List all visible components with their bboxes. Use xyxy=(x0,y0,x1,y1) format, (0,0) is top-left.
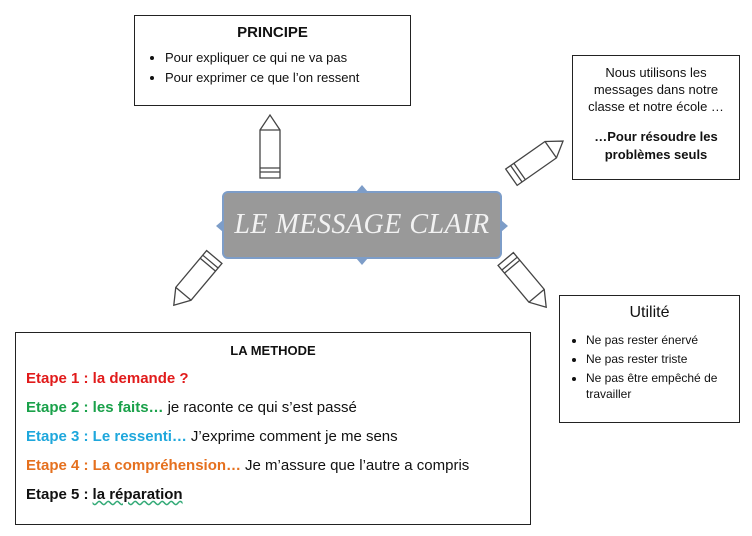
principe-item: Pour expliquer ce qui ne va pas xyxy=(165,50,398,65)
usage-box: Nous utilisons les messages dans notre c… xyxy=(572,55,740,180)
step-description: la réparation xyxy=(92,486,183,503)
utilite-title: Utilité xyxy=(629,304,670,321)
usage-bold-text: …Pour résoudre les problèmes seuls xyxy=(594,129,718,162)
step-label: Etape 5 : xyxy=(26,486,89,503)
connector-notch-left xyxy=(216,220,223,232)
connector-notch-right xyxy=(501,220,508,232)
methode-step-3: Etape 3 : Le ressenti…J’exprime comment … xyxy=(26,428,520,445)
utilite-item: Ne pas rester énervé xyxy=(586,332,731,348)
pencil-arrow-up-right-icon xyxy=(504,140,564,187)
pencil-arrow-down-right-icon xyxy=(497,251,547,309)
methode-box: LA METHODE Etape 1 : la demande ? Etape … xyxy=(15,332,531,525)
principe-title: PRINCIPE xyxy=(237,24,308,41)
utilite-item: Ne pas rester triste xyxy=(586,351,731,367)
step-description: Je m’assure que l’autre a compris xyxy=(245,457,470,474)
step-label: Etape 2 : les faits… xyxy=(26,399,164,416)
connector-notch-bottom xyxy=(356,258,368,265)
pencil-arrow-up-icon xyxy=(259,113,281,179)
principe-item: Pour exprimer ce que l’on ressent xyxy=(165,70,398,85)
methode-step-4: Etape 4 : La compréhension…Je m’assure q… xyxy=(26,457,520,474)
step-label: Etape 4 : La compréhension… xyxy=(26,457,242,474)
connector-notch-top xyxy=(356,185,368,192)
step-label: Etape 3 : Le ressenti… xyxy=(26,428,187,445)
utilite-box: Utilité Ne pas rester énervé Ne pas rest… xyxy=(559,295,740,423)
step-description: J’exprime comment je me sens xyxy=(190,428,398,445)
step-label: Etape 1 : la demande ? xyxy=(26,370,189,387)
methode-title: LA METHODE xyxy=(230,343,316,358)
utilite-list: Ne pas rester énervé Ne pas rester trist… xyxy=(568,332,731,402)
methode-step-2: Etape 2 : les faits…je raconte ce qui s’… xyxy=(26,399,520,416)
methode-step-1: Etape 1 : la demande ? xyxy=(26,370,520,387)
principe-box: PRINCIPE Pour expliquer ce qui ne va pas… xyxy=(134,15,411,106)
principe-list: Pour expliquer ce qui ne va pas Pour exp… xyxy=(147,50,398,85)
methode-step-5: Etape 5 :la réparation xyxy=(26,486,520,503)
central-title-shape: LE MESSAGE CLAIR xyxy=(216,185,508,265)
step-description: je raconte ce qui s’est passé xyxy=(167,399,357,416)
central-title: LE MESSAGE CLAIR xyxy=(234,209,490,240)
usage-text: Nous utilisons les messages dans notre c… xyxy=(588,65,724,114)
utilite-item: Ne pas être empêché de travailler xyxy=(586,370,731,402)
pencil-arrow-down-left-icon xyxy=(173,249,223,307)
